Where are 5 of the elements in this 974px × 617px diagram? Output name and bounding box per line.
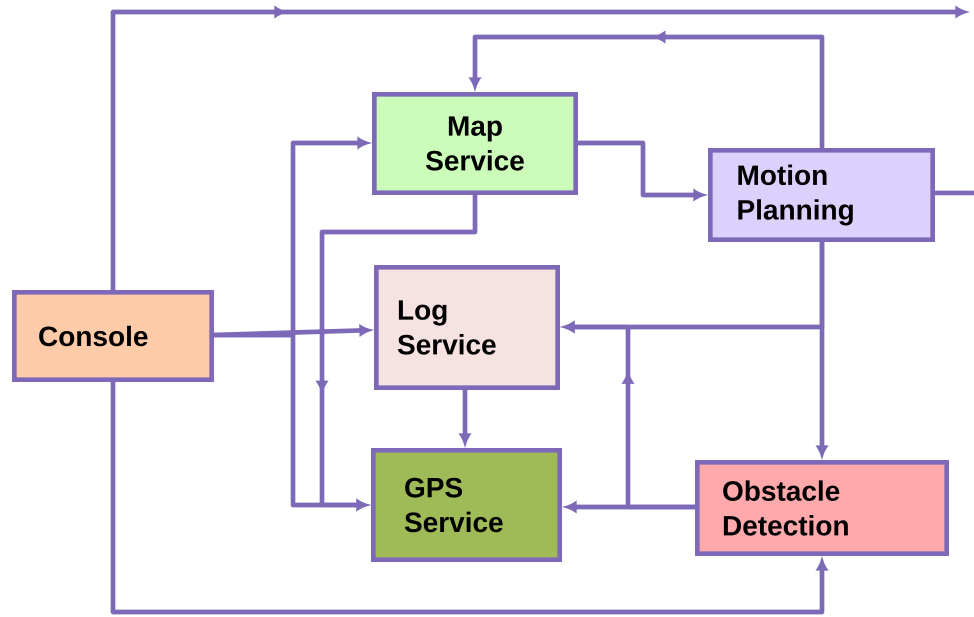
process-box: Obstacle Detection <box>695 460 949 556</box>
process-box: GPS Service <box>371 448 562 562</box>
arrow <box>110 382 828 614</box>
process-box: Console <box>12 290 214 382</box>
process-box: Log Service <box>374 265 560 390</box>
